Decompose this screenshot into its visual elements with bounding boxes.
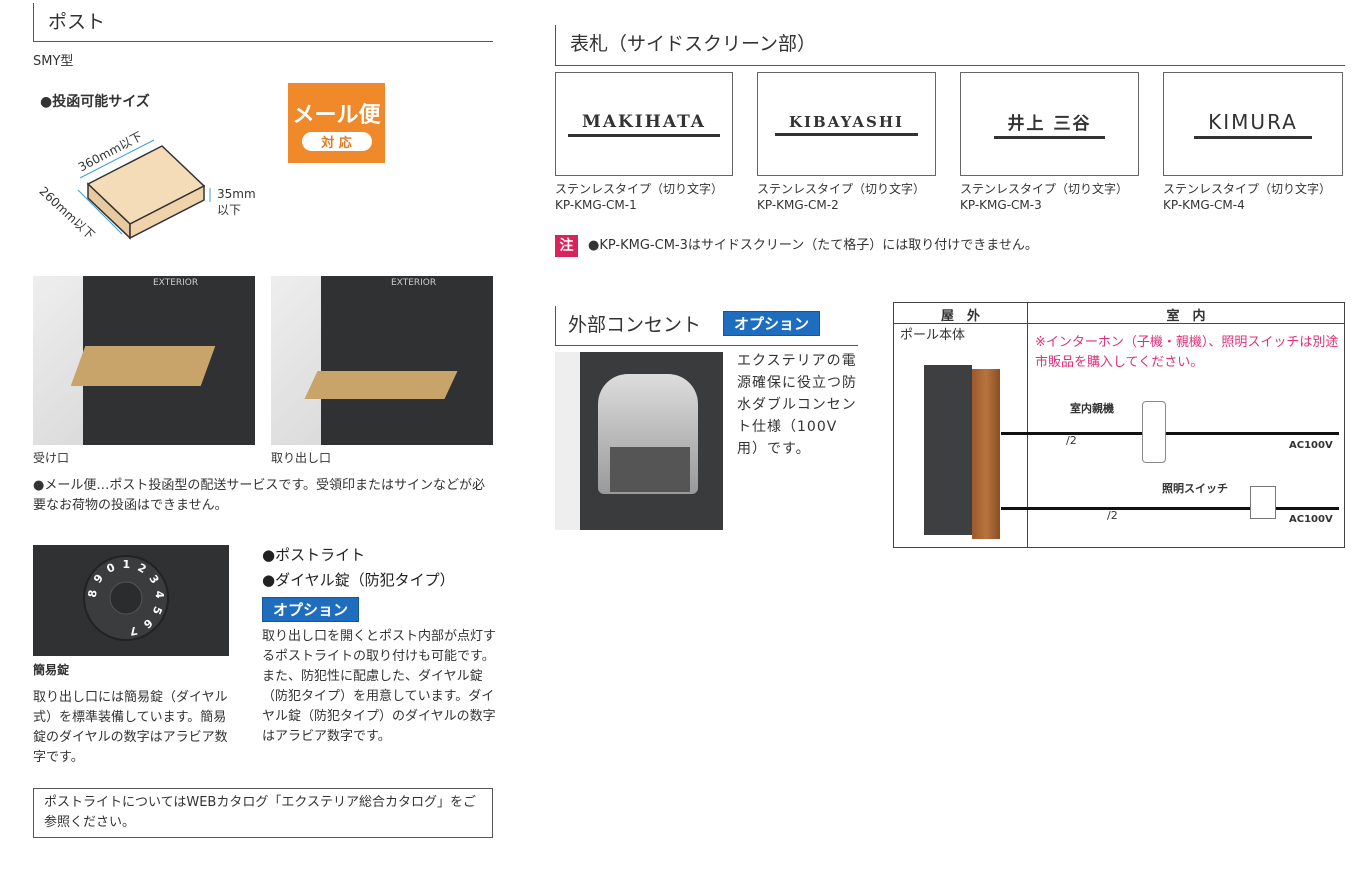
receiving-slot-photo: EXTERIOR [33,276,255,445]
size-heading: ●投函可能サイズ [40,94,150,110]
dial-lock-photo: 8 9 0 1 2 3 4 5 6 7 [33,545,229,656]
option-text: 取り出し口を開くとポスト内部が点灯するポストライトの取り付けも可能です。また、防… [262,629,497,744]
outlet-photo [555,352,723,530]
plate-text: 井上 三谷 [993,109,1106,139]
outlet-text: エクステリアの電源確保に役立つ防水ダブルコンセント仕様（100V用）です。 [737,353,857,457]
pole-illustration [924,365,972,535]
nameplate-heading: 表札（サイドスクリーン部） [555,25,1345,66]
photo-brand-label: EXTERIOR [391,278,437,288]
nameplate-note: ●KP-KMG-CM-3はサイドスクリーン（たて格子）には取り付けできません。 [588,238,1038,253]
col-outdoor: 屋 外 [940,309,980,324]
pole-label: ポール本体 [900,328,966,343]
lock-caption: 簡易錠 [33,663,70,677]
nameplate-1-caption: ステンレスタイプ（切り文字）KP-KMG-CM-1 [555,182,724,212]
post-heading: ポスト [33,3,493,42]
nameplate-2: KIBAYASHI [757,72,936,176]
nameplate-3-caption: ステンレスタイプ（切り文字）KP-KMG-CM-3 [960,182,1129,212]
mail-service-note: ●メール便…ポスト投函型の配送サービスです。受領印またはサインなどが必要なお荷物… [33,478,486,513]
switch-label: 照明スイッチ [1162,482,1228,495]
wiring-diagram: 屋 外 室 内 ポール本体 ※インターホン（子機・親機）、照明スイッチは別途市販… [893,302,1345,548]
outlet-heading: 外部コンセント [555,306,858,346]
intercom-label: 室内親機 [1070,402,1114,415]
photo-brand-label: EXTERIOR [153,278,199,288]
outlet-title: 外部コンセント [568,314,702,336]
light-switch-icon [1250,486,1276,519]
nameplate-2-caption: ステンレスタイプ（切り文字）KP-KMG-CM-2 [757,182,926,212]
diagram-notice: ※インターホン（子機・親機）、照明スイッチは別途市販品を購入してください。 [1035,335,1339,370]
parcel-size-illustration [77,139,211,240]
col-indoor: 室 内 [1166,309,1206,324]
dial-icon: 8 9 0 1 2 3 4 5 6 7 [83,555,169,641]
model-label: SMY型 [33,54,74,69]
plate-text: KIBAYASHI [774,113,919,136]
caption-retrieval: 取り出し口 [271,451,332,465]
dim-height: 35mm 以下 [217,187,256,217]
postlight-note-box: ポストライトについてはWEBカタログ「エクステリア総合カタログ」をご参照ください… [33,788,493,838]
nameplate-4: KIMURA [1163,72,1343,176]
wire-count-2: /2 [1107,509,1118,522]
power-label-1: AC100V [1289,440,1333,451]
nameplate-4-caption: ステンレスタイプ（切り文字）KP-KMG-CM-4 [1163,182,1332,212]
option-badge: オプション [262,597,360,622]
badge-main: メール便 [292,103,381,128]
nameplate-3: 井上 三谷 [960,72,1139,176]
nameplate-title: 表札（サイドスクリーン部） [570,33,817,55]
retrieval-slot-photo: EXTERIOR [271,276,493,445]
lock-text: 取り出し口には簡易錠（ダイヤル式）を標準装備しています。簡易錠のダイヤルの数字は… [33,690,228,765]
plate-text: KIMURA [1194,110,1312,139]
post-title: ポスト [48,11,106,33]
caption-receiving: 受け口 [33,451,70,465]
power-label-2: AC100V [1289,514,1333,525]
badge-sub: 対 応 [301,132,372,151]
intercom-icon [1142,401,1166,463]
wire-count-1: /2 [1066,434,1077,447]
outlet-option-badge: オプション [723,311,821,336]
note-mark: 注 [555,235,578,257]
nameplate-1: MAKIHATA [555,72,733,176]
bullet-dial-lock: ●ダイヤル錠（防犯タイプ） [262,571,455,589]
mail-service-badge: メール便 対 応 [288,83,385,163]
plate-text: MAKIHATA [568,112,720,137]
bullet-postlight: ●ポストライト [262,546,366,564]
